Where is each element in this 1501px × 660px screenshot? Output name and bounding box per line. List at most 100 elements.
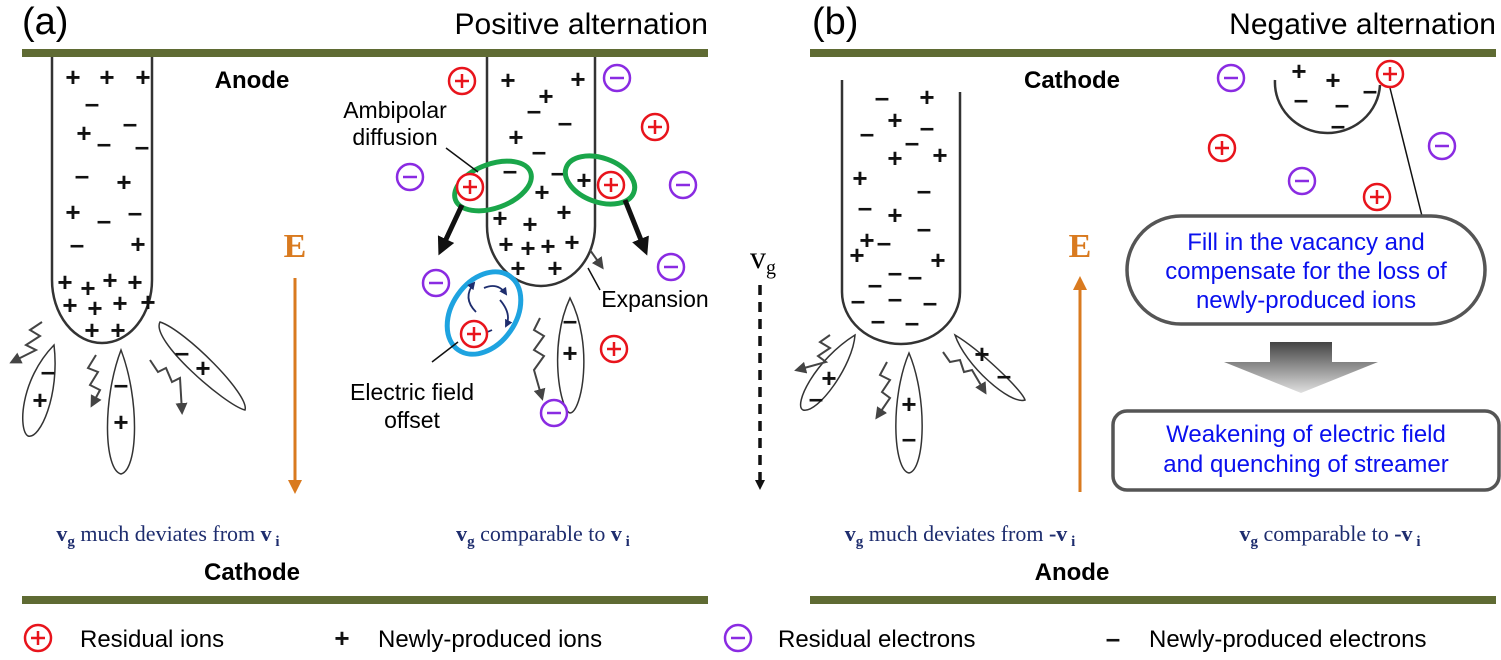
residual-ion xyxy=(459,319,489,349)
expansion-label: Expansion xyxy=(601,286,708,312)
streamer-tip-charges-b: ++ –– –– xyxy=(1291,56,1377,140)
svg-text:–: – xyxy=(905,127,919,157)
legend-residual-ion-icon xyxy=(23,623,53,653)
svg-text:–: – xyxy=(527,95,541,125)
svg-text:+: + xyxy=(887,105,902,135)
svg-text:+: + xyxy=(1325,65,1340,95)
svg-text:+: + xyxy=(849,240,864,270)
legend-residual-electrons: Residual electrons xyxy=(778,626,975,653)
offset-label-1: Electric field xyxy=(350,379,474,405)
residual-ion xyxy=(455,172,485,202)
photon-arrows-a-right xyxy=(532,317,546,401)
svg-text:+: + xyxy=(932,140,947,170)
svg-text:–: – xyxy=(875,82,889,112)
residual-electron xyxy=(602,63,632,93)
svg-text:–: – xyxy=(41,356,55,386)
svg-text:+: + xyxy=(57,267,72,297)
svg-text:+: + xyxy=(130,229,145,259)
svg-text:+: + xyxy=(540,231,555,261)
svg-text:–: – xyxy=(558,107,572,137)
svg-text:+: + xyxy=(919,82,934,112)
svg-text:–: – xyxy=(888,257,902,287)
svg-text:+: + xyxy=(116,167,131,197)
panel-b-label: (b) xyxy=(812,1,858,43)
residual-ion xyxy=(640,112,670,142)
residual-ion xyxy=(599,334,629,364)
residual-electrons-a xyxy=(395,63,698,428)
ambipolar-label-1: Ambipolar xyxy=(343,97,447,123)
svg-text:–: – xyxy=(1335,89,1349,119)
svg-text:+: + xyxy=(76,118,91,148)
vg-label: vg xyxy=(750,239,776,279)
svg-text:+: + xyxy=(562,338,577,368)
panel-a-label: (a) xyxy=(22,1,68,43)
svg-text:+: + xyxy=(974,339,989,369)
caption-b-left: vg much deviates from -v i xyxy=(845,521,1075,550)
expansion-arrow xyxy=(589,249,604,270)
photon-arrows-a-left xyxy=(9,321,188,415)
box-fill-vacancy xyxy=(1125,214,1487,326)
anode-electrode-b xyxy=(810,596,1496,604)
svg-text:+: + xyxy=(534,177,549,207)
svg-text:+: + xyxy=(498,229,513,259)
ambipolar-ring-right xyxy=(562,153,638,207)
box2-line-1: Weakening of electric field xyxy=(1166,421,1446,448)
svg-text:–: – xyxy=(860,118,874,148)
box1-line-2: compensate for the loss of xyxy=(1165,258,1447,285)
svg-text:–: – xyxy=(1363,75,1377,105)
svg-text:+: + xyxy=(522,209,537,239)
residual-electron xyxy=(1427,131,1457,161)
panel-b-title: Negative alternation xyxy=(1229,8,1496,41)
streamer-charges-b: –+ +– –– ++ +– –+ +–– ++ ––– ––– –– xyxy=(849,82,947,337)
svg-text:–: – xyxy=(868,269,882,299)
svg-text:+: + xyxy=(547,253,562,283)
down-arrow-b xyxy=(1224,342,1378,393)
svg-text:–: – xyxy=(858,192,872,222)
avalanche-a-right: –+ xyxy=(556,296,585,414)
svg-text:–: – xyxy=(135,131,149,161)
avalanche-charges-a-left: –+ –+ –+ xyxy=(32,337,210,437)
svg-text:–: – xyxy=(920,112,934,142)
caption-b-right: vg comparable to -v i xyxy=(1240,521,1421,550)
residual-ion xyxy=(1375,59,1405,89)
svg-text:+: + xyxy=(930,245,945,275)
svg-text:+: + xyxy=(62,290,77,320)
residual-ion xyxy=(596,170,626,200)
legend: Residual ions + Newly-produced ions Resi… xyxy=(23,623,1426,653)
box2-line-2: and quenching of streamer xyxy=(1163,451,1449,478)
residual-electron xyxy=(395,162,425,192)
svg-text:+: + xyxy=(140,287,155,317)
svg-text:+: + xyxy=(87,293,102,323)
svg-text:+: + xyxy=(127,267,142,297)
residual-electron xyxy=(1216,63,1246,93)
streamer-charges-a-left: +++ –– +–– –+ +–– –+ ++++ ++++ ++ xyxy=(57,62,155,345)
streamer-channel-b xyxy=(840,80,962,346)
field-label-b: E xyxy=(1069,228,1092,265)
svg-text:+: + xyxy=(556,197,571,227)
svg-text:–: – xyxy=(902,423,916,453)
svg-text:+: + xyxy=(887,143,902,173)
svg-text:–: – xyxy=(123,108,137,138)
svg-text:–: – xyxy=(871,305,885,335)
residual-ion xyxy=(1207,133,1237,163)
svg-text:–: – xyxy=(917,175,931,205)
svg-text:+: + xyxy=(84,315,99,345)
svg-text:–: – xyxy=(175,337,189,367)
residual-electron xyxy=(668,170,698,200)
svg-text:+: + xyxy=(510,253,525,283)
avalanche-charges-b: +– +– +– xyxy=(809,339,1011,453)
svg-text:–: – xyxy=(563,305,577,335)
legend-new-electrons: Newly-produced electrons xyxy=(1149,626,1426,653)
svg-text:+: + xyxy=(65,62,80,92)
panel-a-title: Positive alternation xyxy=(455,8,708,41)
svg-text:+: + xyxy=(113,407,128,437)
expansion-leader xyxy=(587,267,601,291)
caption-a-right: vg comparable to v i xyxy=(456,521,630,550)
svg-text:+: + xyxy=(1291,56,1306,86)
svg-text:+: + xyxy=(564,227,579,257)
ambipolar-label-2: diffusion xyxy=(352,124,437,150)
svg-text:–: – xyxy=(97,205,111,235)
box1-leader xyxy=(1389,87,1423,217)
cathode-electrode-a xyxy=(22,596,708,604)
offset-ring xyxy=(444,269,524,357)
